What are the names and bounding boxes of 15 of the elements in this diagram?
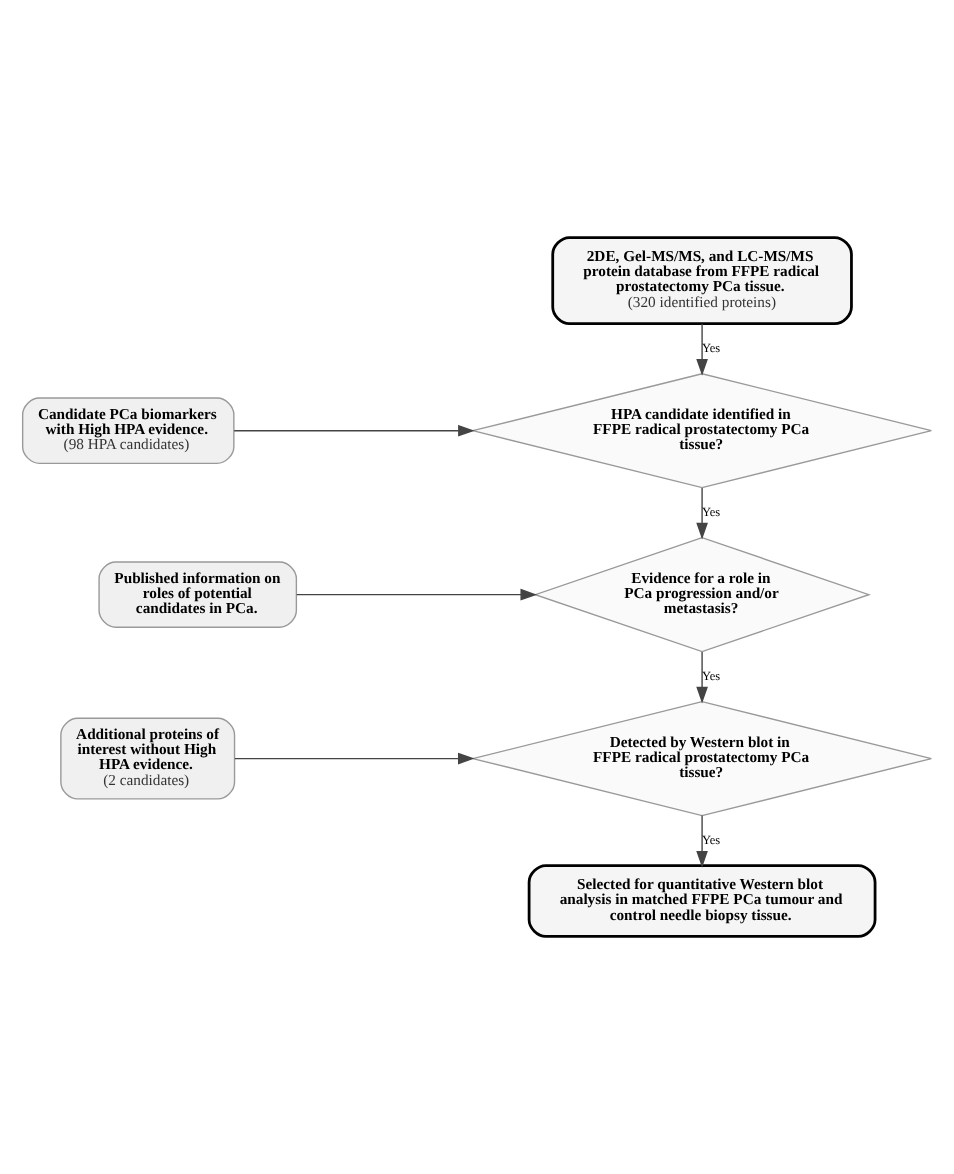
arrow — [696, 651, 708, 704]
node-diamond: Evidence for a role in PCa progression and/or metastasis? — [533, 536, 871, 653]
node-box: Selected for quantitative Western blot analysis in matched FFPE PCa tumour and control needle biopsy tissue. — [527, 864, 877, 938]
node-box: 2DE, Gel-MS/MS, and LC-MS/MS protein database from FFPE radical prostatectomy PCa tissue. (320 identified proteins) — [551, 236, 853, 326]
node-box: Additional proteins of interest without High HPA evidence. (2 candidates) — [60, 717, 236, 800]
arrow — [696, 323, 708, 376]
arrow — [233, 424, 475, 437]
arrow — [234, 752, 475, 765]
arrow — [696, 487, 708, 540]
node-box: Candidate PCa biomarkers with High HPA evidence. (98 HPA candidates) — [21, 397, 235, 465]
arrow — [296, 588, 538, 601]
node-diamond: HPA candidate identified in FFPE radical prostatectomy PCa tissue? — [472, 373, 933, 489]
arrow — [696, 814, 708, 868]
node-box: Published information on roles of potential candidates in PCa. — [98, 561, 298, 628]
node-diamond: Detected by Western blot in FFPE radical prostatectomy PCa tissue? — [472, 700, 933, 817]
